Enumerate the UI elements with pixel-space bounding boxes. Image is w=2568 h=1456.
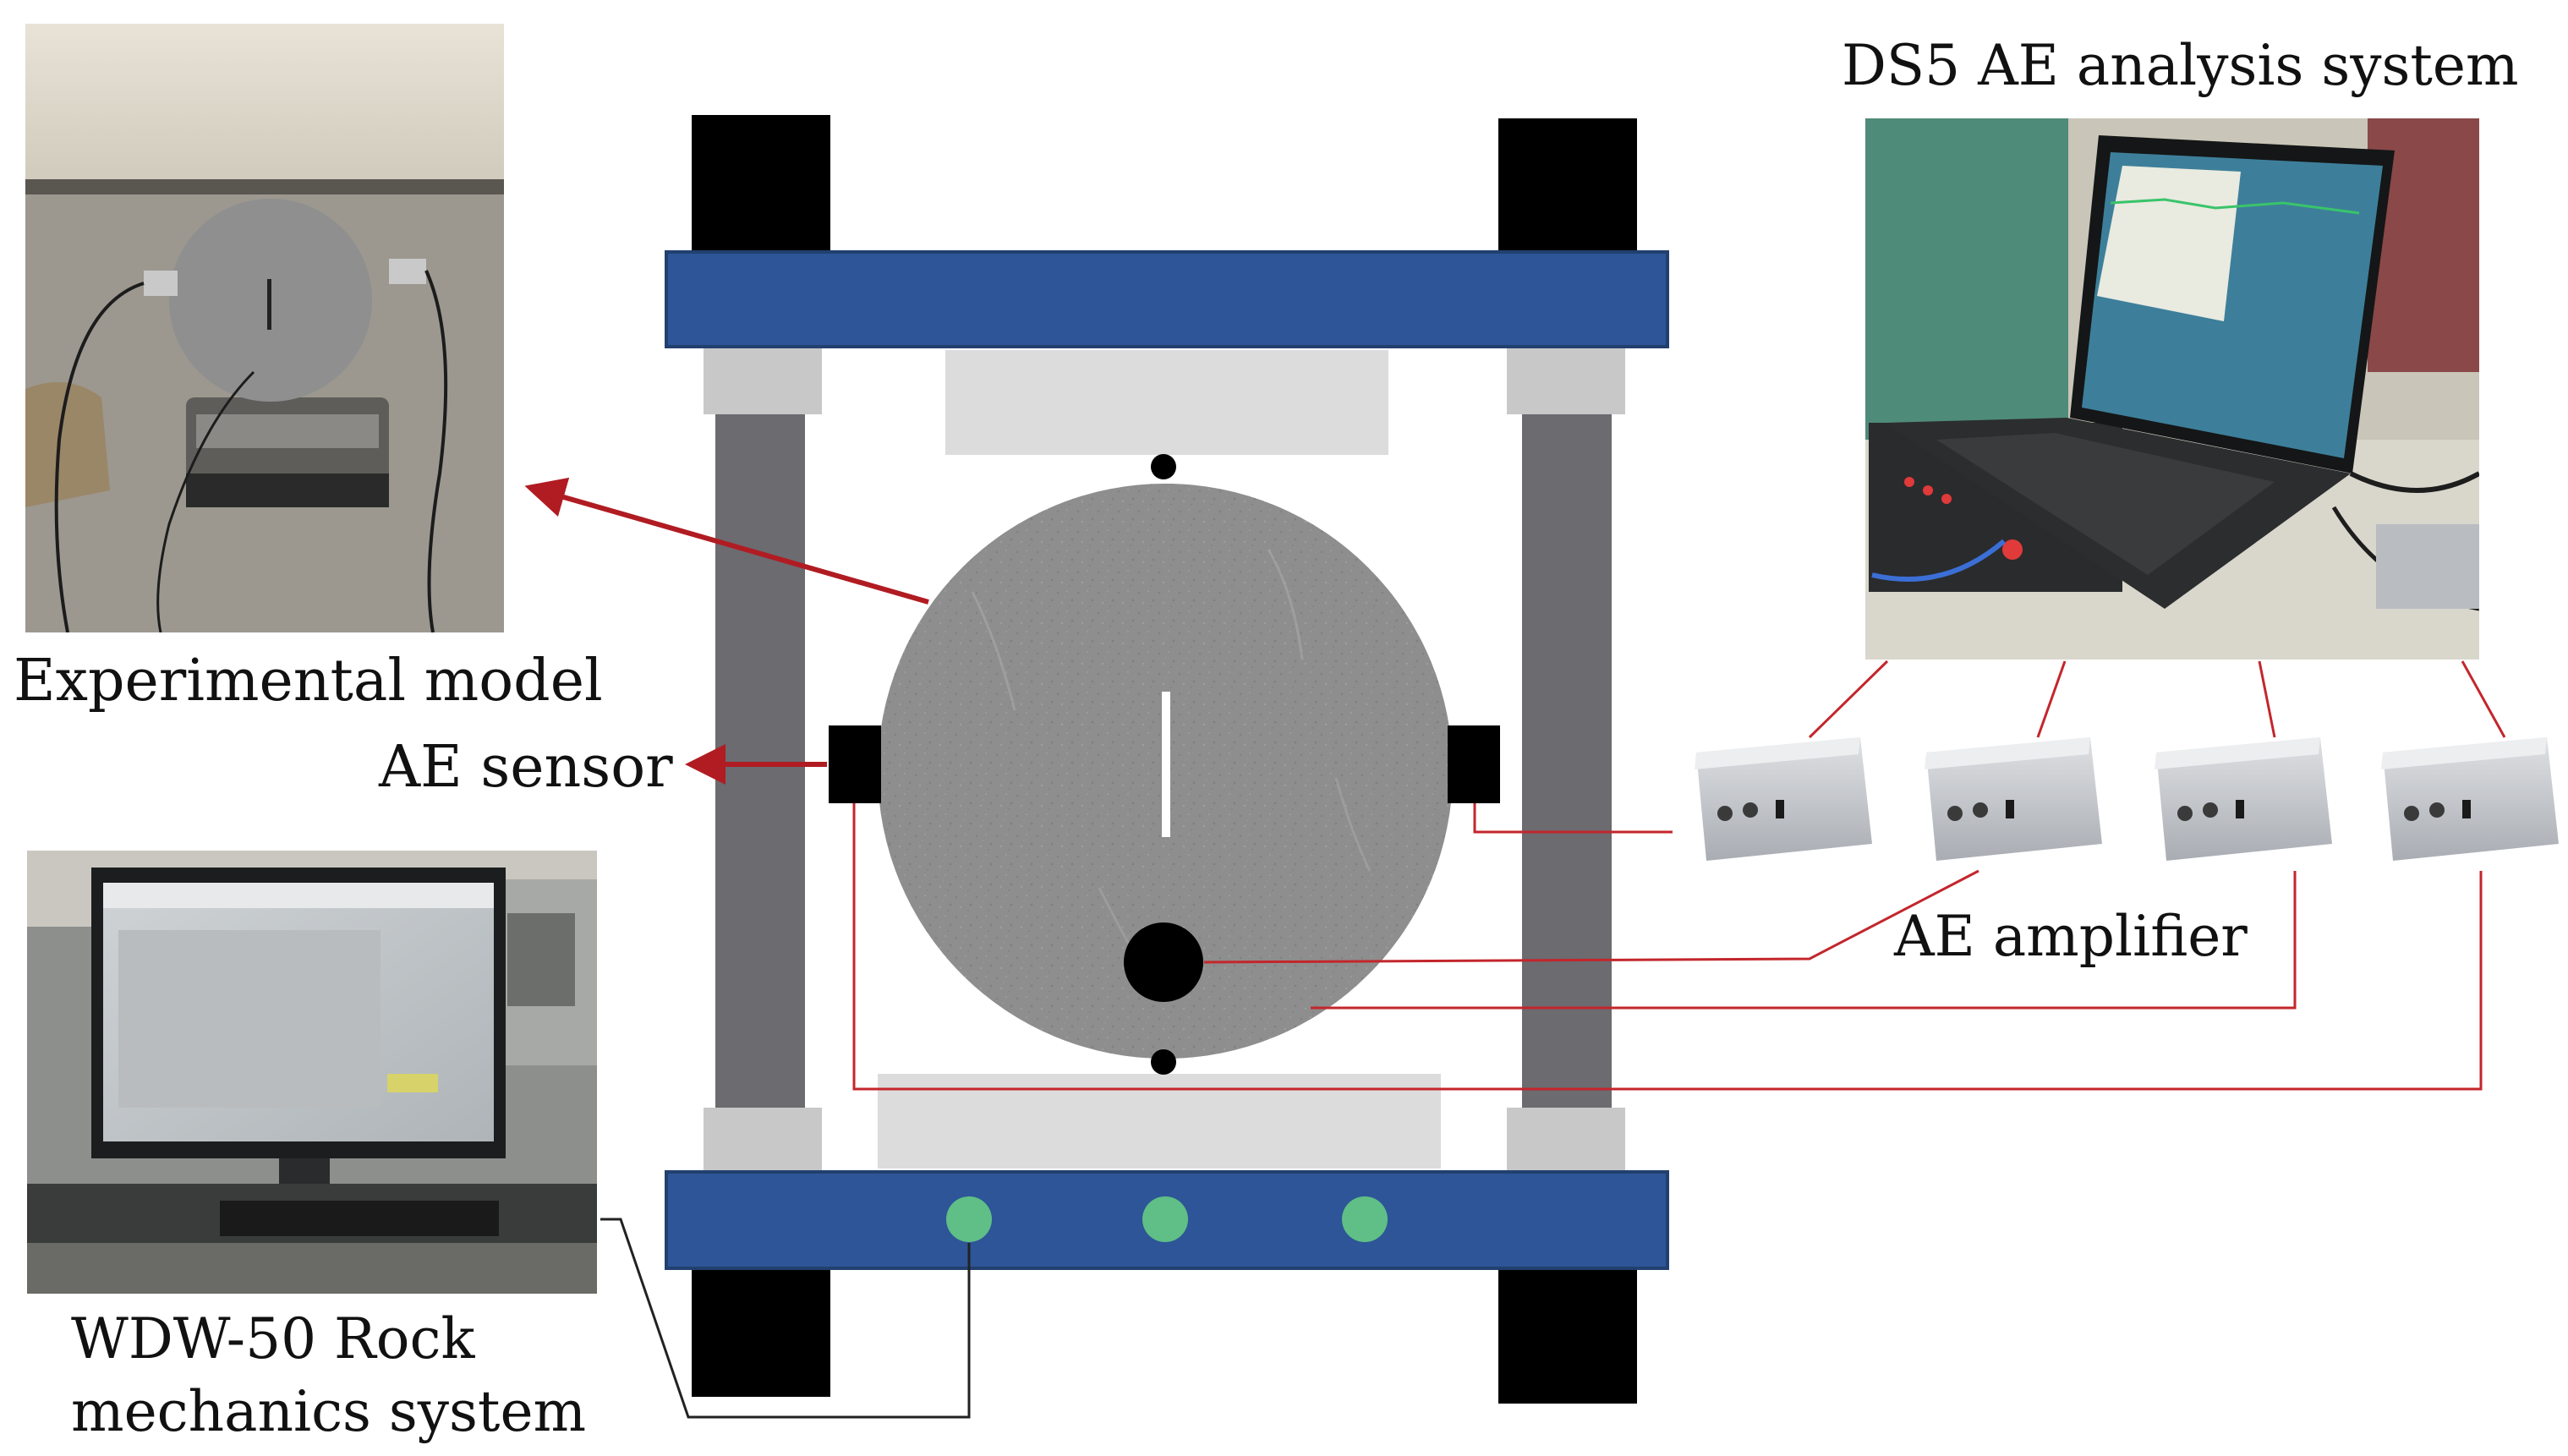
cable-daq-to-amp-4: [2461, 660, 2506, 738]
frame-column-left: [715, 347, 805, 1108]
cable-daq-to-amp-1: [1808, 660, 1889, 739]
ae-sensor-left: [829, 725, 881, 803]
control-button-3: [1342, 1196, 1388, 1242]
loading-point-top: [1151, 454, 1176, 479]
label-rock-mechanics-line1: WDW-50 Rock: [71, 1306, 475, 1371]
column-cap-top-left: [704, 347, 822, 414]
column-cap-bottom-left: [704, 1108, 822, 1172]
cable-daq-to-amp-2: [2036, 660, 2067, 738]
ae-sensor-bottom: [1124, 922, 1203, 1002]
label-ds5-system: DS5 AE analysis system: [1842, 33, 2519, 98]
pre-crack: [1162, 692, 1170, 837]
crossbeam-top: [665, 250, 1669, 348]
photo-keyboard: [220, 1201, 499, 1236]
frame-column-right: [1522, 347, 1612, 1108]
signal-cables: [852, 660, 2506, 1091]
cable-right-sensor-to-amp-1: [1473, 803, 1673, 834]
frame-foot-bottom-left: [692, 1268, 830, 1397]
control-button-2: [1142, 1196, 1188, 1242]
loading-frame: [665, 115, 1669, 1404]
frame-foot-bottom-right: [1498, 1268, 1637, 1404]
frame-foot-top-left: [692, 115, 830, 257]
ae-amplifiers: [1695, 737, 2559, 861]
label-experimental-model: Experimental model: [14, 648, 603, 714]
label-ae-amplifier: AE amplifier: [1893, 904, 2248, 969]
ae-amplifier-2: [1925, 737, 2102, 861]
arrow-to-experimental-model: [524, 477, 929, 605]
frame-foot-top-right: [1498, 118, 1637, 259]
ae-sensor-right: [1448, 725, 1500, 803]
ae-amplifier-1: [1695, 737, 1872, 861]
loading-platen-top: [945, 350, 1388, 455]
cable-left-sensor-to-amp-4: [852, 803, 2483, 1091]
label-ae-sensor: AE sensor: [378, 734, 673, 801]
cable-rock-mechanics-to-frame: [600, 1218, 971, 1419]
photo-rock-mechanics-system: [27, 851, 597, 1294]
photo-ds5-system: [1865, 118, 2479, 660]
cable-specimen-to-amp-3: [1311, 871, 2297, 1010]
cable-bottom-sensor-to-amp-2: [1203, 869, 1979, 964]
ae-amplifier-3: [2155, 737, 2332, 861]
column-cap-bottom-right: [1507, 1108, 1625, 1172]
label-rock-mechanics-line2: mechanics system: [71, 1379, 586, 1444]
photo-experimental-model: [25, 24, 504, 632]
column-cap-top-right: [1507, 347, 1625, 414]
control-button-1: [946, 1196, 992, 1242]
loading-point-bottom: [1151, 1049, 1176, 1075]
ae-amplifier-4: [2381, 737, 2559, 861]
cable-daq-to-amp-3: [2258, 660, 2276, 738]
disc-specimen: [878, 484, 1453, 1059]
